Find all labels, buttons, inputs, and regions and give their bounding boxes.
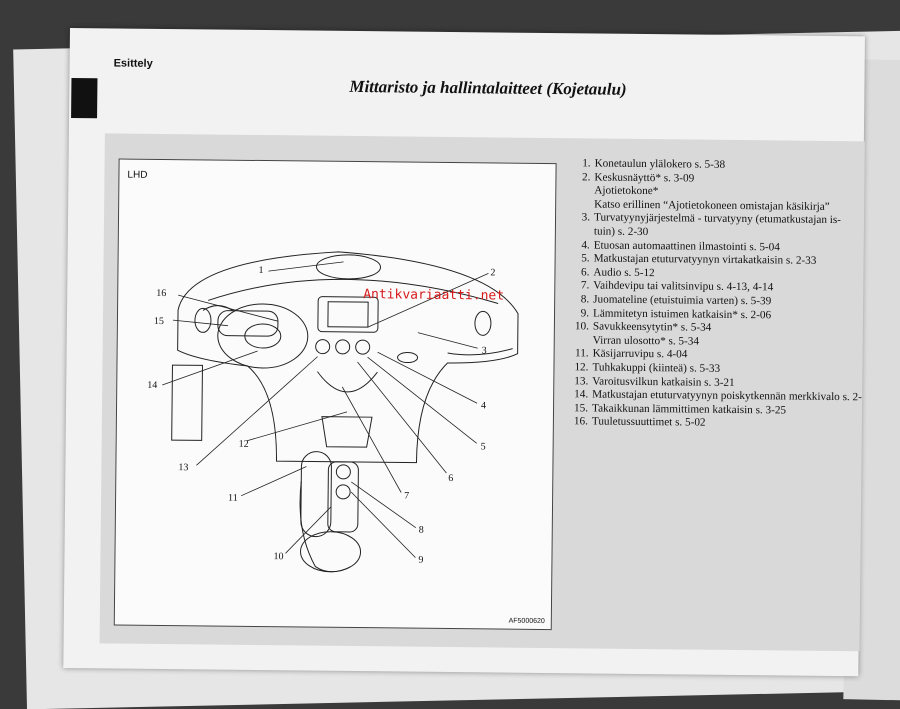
dashboard-outline xyxy=(177,251,519,464)
callout-14: 14 xyxy=(147,380,157,391)
callout-16: 16 xyxy=(156,288,166,299)
callout-13: 13 xyxy=(178,462,188,473)
dashboard-diagram: 1 2 3 4 5 6 7 8 9 10 11 12 13 14 15 16 xyxy=(147,251,519,573)
section-tab xyxy=(71,78,98,119)
steering-wheel-shape xyxy=(217,303,309,369)
callout-15: 15 xyxy=(154,316,164,327)
section-label: Esittely xyxy=(113,57,153,70)
callout-1: 1 xyxy=(258,265,263,276)
callout-10: 10 xyxy=(273,551,283,562)
callout-2: 2 xyxy=(490,267,495,278)
page-title: Mittaristo ja hallintalaitteet (Kojetaul… xyxy=(349,76,627,99)
callout-12: 12 xyxy=(239,439,249,450)
callout-7: 7 xyxy=(404,491,409,502)
callout-6: 6 xyxy=(448,473,453,484)
center-display-shape xyxy=(317,296,379,333)
callout-3: 3 xyxy=(482,345,487,356)
figure-code: AF5000620 xyxy=(508,617,545,626)
manual-page: Esittely Mittaristo ja hallintalaitteet … xyxy=(63,28,867,677)
callout-5: 5 xyxy=(481,441,486,452)
callout-9: 9 xyxy=(418,555,423,566)
dashboard-figure: LHD xyxy=(113,158,557,631)
upper-glovebox-shape xyxy=(316,254,382,280)
legend-list: 1.Konetaulun ylälokero s. 5-38 2.Keskusn… xyxy=(564,157,867,432)
callout-4: 4 xyxy=(481,400,486,411)
callout-8: 8 xyxy=(419,525,424,536)
callout-11: 11 xyxy=(228,493,238,504)
watermark-text: Antikvariaatti.net xyxy=(363,287,505,304)
